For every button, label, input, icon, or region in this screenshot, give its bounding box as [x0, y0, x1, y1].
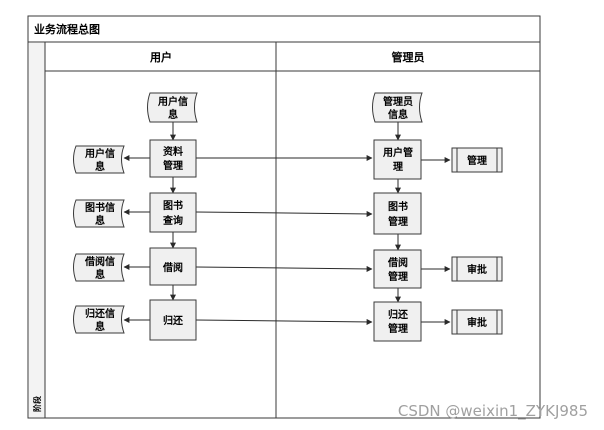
svg-text:息: 息	[95, 214, 105, 227]
svg-text:归还信: 归还信	[85, 307, 115, 320]
subprocess-approve-2: 审批	[451, 309, 503, 335]
doc-borrow-info: 借阅信 息	[73, 253, 125, 282]
connectors	[123, 122, 451, 325]
diagram-frame	[27, 15, 541, 419]
svg-text:理: 理	[393, 161, 403, 173]
process-user-mgmt: 用户管 理	[373, 139, 422, 180]
svg-text:管理: 管理	[388, 322, 408, 335]
process-borrow: 借阅	[149, 247, 197, 286]
process-return-mgmt: 归还 管理	[373, 301, 422, 342]
svg-text:管理: 管理	[388, 270, 408, 283]
doc-book-info: 图书信 息	[73, 199, 125, 228]
svg-text:息: 息	[95, 268, 105, 281]
svg-text:管理: 管理	[388, 215, 408, 228]
svg-text:资料: 资料	[163, 145, 183, 158]
process-book-query: 图书 查询	[149, 192, 197, 233]
svg-text:查询: 查询	[162, 214, 183, 227]
process-borrow-mgmt: 借阅 管理	[373, 249, 422, 289]
svg-text:息: 息	[168, 108, 178, 121]
svg-text:审批: 审批	[467, 316, 487, 329]
svg-text:息: 息	[95, 160, 105, 173]
svg-text:用户信: 用户信	[84, 147, 115, 160]
process-resource-mgmt: 资料 管理	[149, 139, 197, 178]
subprocess-approve-1: 审批	[451, 256, 503, 282]
process-return: 归还	[149, 299, 197, 341]
svg-text:借阅: 借阅	[162, 261, 183, 274]
svg-text:用户管: 用户管	[382, 146, 413, 159]
doc-user-info-left: 用户信 息	[73, 145, 125, 174]
watermark: CSDN @weixin1_ZYKJ985	[398, 402, 588, 421]
svg-text:图书: 图书	[163, 199, 183, 212]
svg-text:管理: 管理	[163, 159, 183, 172]
doc-user-info-top: 用户信 息	[147, 92, 198, 123]
subprocess-manage: 管理	[451, 147, 503, 173]
side-phase-label: 阶段	[32, 396, 42, 412]
svg-text:息: 息	[95, 320, 105, 333]
svg-text:借阅信: 借阅信	[84, 255, 115, 268]
lane-header-user: 用户	[150, 50, 172, 64]
svg-text:借阅: 借阅	[387, 256, 408, 269]
svg-text:用户信: 用户信	[157, 95, 188, 108]
svg-text:图书信: 图书信	[85, 201, 115, 214]
svg-text:图书: 图书	[388, 200, 408, 213]
svg-text:审批: 审批	[467, 263, 487, 276]
doc-return-info: 归还信 息	[73, 305, 125, 334]
doc-admin-info: 管理员 信息	[372, 92, 423, 123]
process-book-mgmt: 图书 管理	[373, 192, 422, 235]
diagram-title: 业务流程总图	[34, 22, 100, 36]
svg-text:归还: 归还	[163, 314, 184, 327]
svg-text:管理员: 管理员	[383, 95, 413, 108]
svg-text:归还: 归还	[388, 308, 409, 321]
svg-text:管理: 管理	[467, 154, 487, 167]
svg-text:信息: 信息	[388, 108, 408, 121]
lane-header-admin: 管理员	[392, 50, 425, 64]
